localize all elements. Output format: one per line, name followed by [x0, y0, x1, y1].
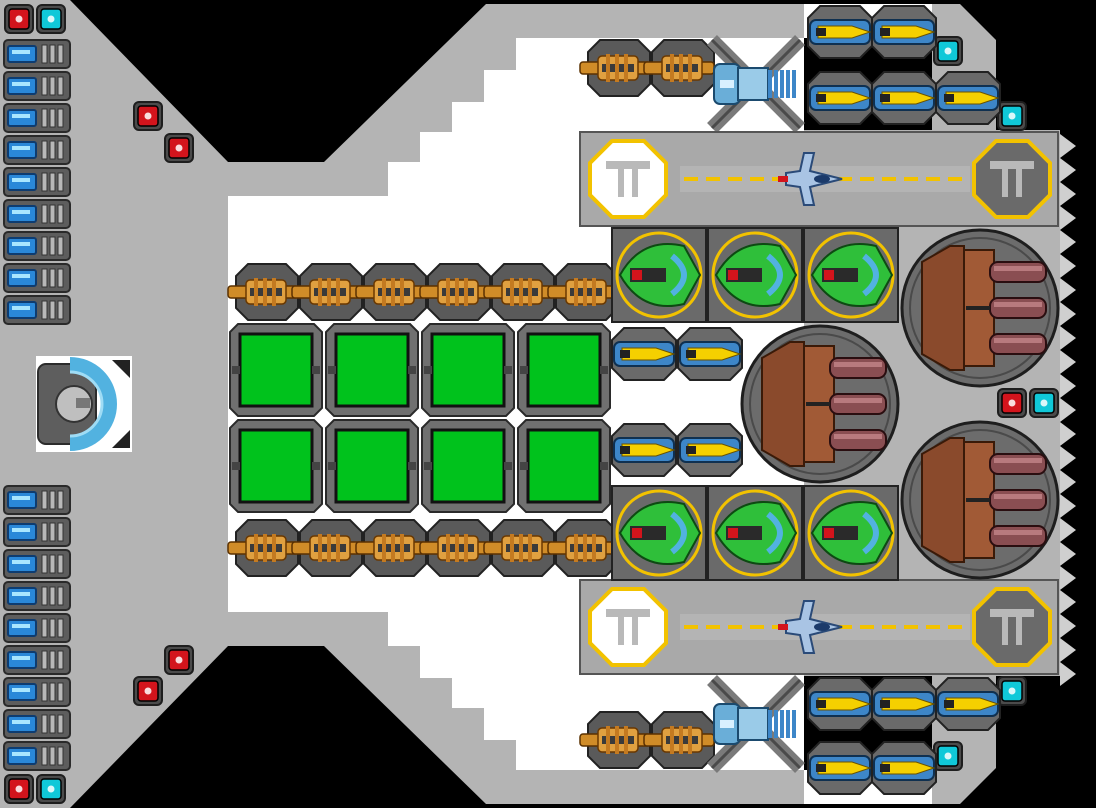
cyan-beacon-icon[interactable] — [36, 4, 66, 34]
railgun-icon[interactable] — [707, 675, 805, 773]
missile-pod-icon[interactable] — [807, 677, 873, 731]
heavy-cannon-icon[interactable] — [740, 324, 900, 484]
battery[interactable] — [3, 39, 71, 69]
battery[interactable] — [3, 581, 71, 611]
battery[interactable] — [3, 103, 71, 133]
storage-block-icon[interactable] — [325, 419, 419, 513]
missile-pod-icon[interactable] — [871, 5, 937, 59]
green-fighter-icon[interactable] — [707, 485, 803, 581]
missile-pod-icon[interactable] — [677, 423, 743, 477]
green-fighter-icon[interactable] — [803, 227, 899, 323]
landing-pad-icon[interactable] — [588, 587, 668, 667]
storage-block-icon[interactable] — [325, 323, 419, 417]
missile-pod-icon[interactable] — [935, 71, 1001, 125]
gun-turret-icon[interactable] — [227, 519, 299, 577]
green-fighter-icon[interactable] — [611, 227, 707, 323]
battery[interactable] — [3, 709, 71, 739]
gun-turret-icon[interactable] — [419, 519, 491, 577]
cyan-beacon-icon[interactable] — [933, 741, 963, 771]
gun-turret-icon[interactable] — [547, 263, 619, 321]
green-fighter-icon[interactable] — [803, 485, 899, 581]
landing-pad-icon[interactable] — [972, 587, 1052, 667]
gun-turret-icon[interactable] — [643, 39, 715, 97]
battery[interactable] — [3, 549, 71, 579]
cyan-beacon-icon[interactable] — [36, 774, 66, 804]
battery[interactable] — [3, 231, 71, 261]
cyan-beacon-icon[interactable] — [933, 36, 963, 66]
missile-pod-icon[interactable] — [807, 741, 873, 795]
heavy-cannon-icon[interactable] — [900, 420, 1060, 580]
storage-block-icon[interactable] — [421, 419, 515, 513]
storage-block-icon[interactable] — [517, 419, 611, 513]
gun-turret-icon[interactable] — [643, 711, 715, 769]
battery[interactable] — [3, 645, 71, 675]
cyan-beacon-icon[interactable] — [997, 101, 1027, 131]
battery[interactable] — [3, 167, 71, 197]
storage-block-icon[interactable] — [229, 323, 323, 417]
storage-block-icon[interactable] — [229, 419, 323, 513]
gun-turret-icon[interactable] — [355, 519, 427, 577]
red-beacon-icon[interactable] — [4, 4, 34, 34]
missile-pod-icon[interactable] — [677, 327, 743, 381]
gun-turret-icon[interactable] — [579, 711, 651, 769]
battery[interactable] — [3, 135, 71, 165]
missile-pod-icon[interactable] — [611, 423, 677, 477]
gun-turret-icon[interactable] — [355, 263, 427, 321]
gun-turret-icon[interactable] — [483, 263, 555, 321]
battery[interactable] — [3, 741, 71, 771]
battery[interactable] — [3, 677, 71, 707]
cyan-beacon-icon[interactable] — [997, 676, 1027, 706]
red-beacon-icon[interactable] — [133, 676, 163, 706]
battery[interactable] — [3, 263, 71, 293]
missile-pod-icon[interactable] — [935, 677, 1001, 731]
missile-pod-icon[interactable] — [611, 327, 677, 381]
red-beacon-icon[interactable] — [4, 774, 34, 804]
landing-pad-icon[interactable] — [972, 139, 1052, 219]
landing-pad-icon[interactable] — [588, 139, 668, 219]
gun-turret-icon[interactable] — [579, 39, 651, 97]
battery[interactable] — [3, 613, 71, 643]
storage-block-icon[interactable] — [517, 323, 611, 417]
storage-block-icon[interactable] — [421, 323, 515, 417]
missile-pod-icon[interactable] — [807, 5, 873, 59]
battery[interactable] — [3, 199, 71, 229]
battery[interactable] — [3, 485, 71, 515]
green-fighter-icon[interactable] — [611, 485, 707, 581]
red-beacon-icon[interactable] — [997, 388, 1027, 418]
missile-pod-icon[interactable] — [871, 71, 937, 125]
shuttle-icon[interactable] — [778, 600, 843, 654]
missile-pod-icon[interactable] — [807, 71, 873, 125]
gun-turret-icon[interactable] — [483, 519, 555, 577]
shield-core-icon[interactable] — [36, 356, 132, 452]
gun-turret-icon[interactable] — [419, 263, 491, 321]
red-beacon-icon[interactable] — [133, 101, 163, 131]
missile-pod-icon[interactable] — [871, 677, 937, 731]
missile-pod-icon[interactable] — [871, 741, 937, 795]
red-beacon-icon[interactable] — [164, 645, 194, 675]
red-beacon-icon[interactable] — [164, 133, 194, 163]
shuttle-icon[interactable] — [778, 152, 843, 206]
heavy-cannon-icon[interactable] — [900, 228, 1060, 388]
gun-turret-icon[interactable] — [291, 519, 363, 577]
gun-turret-icon[interactable] — [547, 519, 619, 577]
railgun-icon[interactable] — [707, 35, 805, 133]
gun-turret-icon[interactable] — [227, 263, 299, 321]
green-fighter-icon[interactable] — [707, 227, 803, 323]
battery[interactable] — [3, 295, 71, 325]
gun-turret-icon[interactable] — [291, 263, 363, 321]
battery[interactable] — [3, 71, 71, 101]
cyan-beacon-icon[interactable] — [1029, 388, 1059, 418]
battery[interactable] — [3, 517, 71, 547]
